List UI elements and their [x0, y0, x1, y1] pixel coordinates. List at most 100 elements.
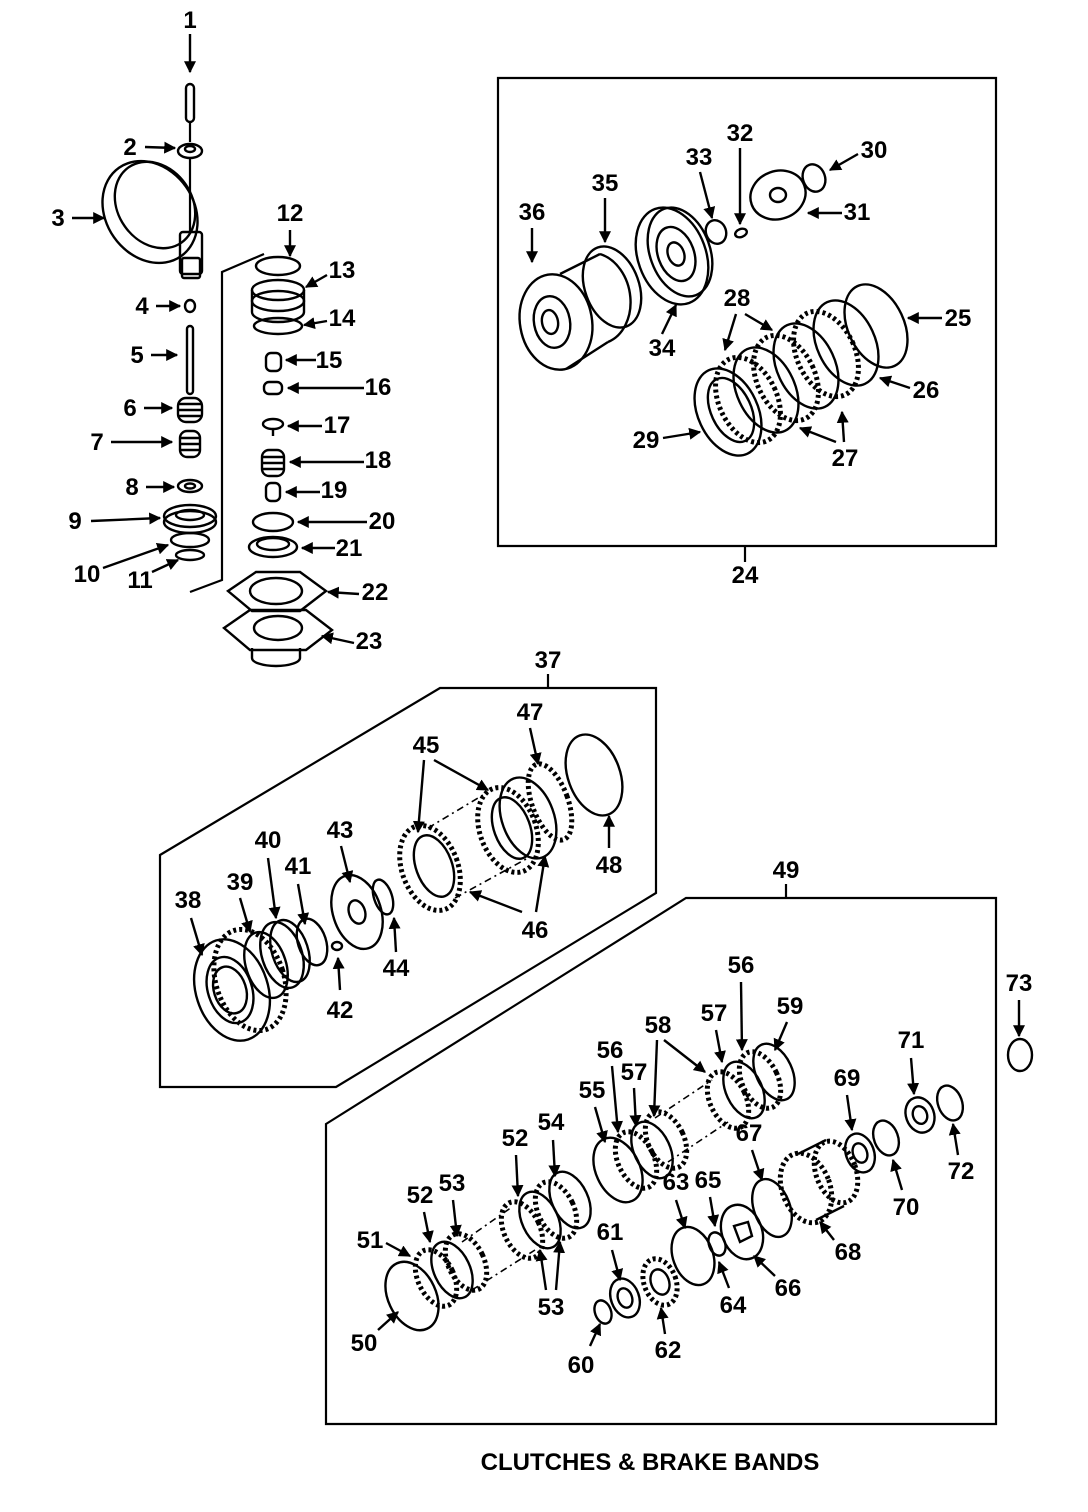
bearing-62 — [640, 1256, 680, 1308]
callout-29: 29 — [633, 427, 660, 454]
leader-arrow — [844, 1094, 857, 1132]
callout-62: 62 — [655, 1337, 682, 1364]
callout-41: 41 — [285, 853, 312, 880]
callout-59: 59 — [777, 993, 804, 1020]
callout-33: 33 — [686, 144, 713, 171]
clutch-piston-rim — [646, 206, 714, 298]
piston-seal-ring — [169, 531, 211, 549]
clutch-disc-inner — [490, 796, 534, 860]
clutch-plate-29 — [693, 367, 763, 457]
callout-39: 39 — [227, 869, 254, 896]
leader-arrow — [535, 1248, 548, 1291]
o-ring-seal — [252, 316, 304, 336]
callout-51: 51 — [357, 1227, 384, 1254]
leader-arrow — [90, 512, 162, 525]
leader-arrow — [722, 313, 738, 352]
callout-55: 55 — [579, 1077, 606, 1104]
leader-arrow — [588, 1322, 602, 1347]
clutch-disc — [704, 1069, 752, 1131]
o-ring-33 — [704, 219, 728, 245]
leader-arrow — [189, 917, 205, 957]
callout-8: 8 — [125, 474, 138, 501]
clutch-disc — [791, 308, 861, 400]
callout-19: 19 — [321, 477, 348, 504]
group-frame-37 — [158, 686, 658, 1089]
callout-68: 68 — [835, 1239, 862, 1266]
leader-arrow — [302, 317, 328, 330]
leader-arrow — [629, 1087, 642, 1128]
leader-arrow — [878, 375, 911, 390]
direct-drum-hub — [211, 965, 249, 1015]
leader-arrow — [304, 273, 328, 289]
check-ball — [183, 298, 197, 314]
leader-arrow — [717, 1260, 731, 1289]
callout-22: 22 — [362, 579, 389, 606]
callout-72: 72 — [948, 1158, 975, 1185]
leader-arrow — [662, 427, 702, 440]
leader-arrow — [593, 1106, 608, 1144]
seal-39 — [243, 930, 289, 1000]
alignment-guide — [654, 1079, 713, 1119]
bearing-71 — [904, 1096, 936, 1134]
ring-21 — [247, 535, 299, 559]
leader-arrow — [890, 1158, 904, 1191]
leader-arrow — [707, 1196, 720, 1228]
servo-piston-rim — [162, 509, 218, 535]
leader-arrow — [266, 857, 281, 920]
o-ring-60 — [593, 1299, 613, 1325]
callout-43: 43 — [327, 817, 354, 844]
gear-shaft-teeth — [777, 1150, 835, 1226]
assembly-bracket-line — [189, 252, 265, 594]
leader-arrow — [798, 426, 837, 444]
clutch-plate — [732, 346, 800, 434]
clutch-disc — [532, 1179, 580, 1241]
cover-boss — [250, 648, 302, 668]
callout-27: 27 — [832, 445, 859, 472]
leader-arrow — [326, 586, 360, 599]
leader-arrow — [238, 897, 253, 934]
spring-coils — [263, 455, 283, 471]
callout-66: 66 — [775, 1275, 802, 1302]
callout-46: 46 — [522, 917, 549, 944]
callout-2: 2 — [123, 134, 136, 161]
servo-spring-outer — [176, 396, 204, 424]
clutch-plate — [430, 1240, 474, 1300]
accumulator-piston-groove — [250, 289, 306, 313]
callout-44: 44 — [383, 955, 410, 982]
leader-arrow — [102, 542, 170, 570]
callout-53: 53 — [538, 1294, 565, 1321]
leader-arrow — [660, 303, 678, 335]
callout-28: 28 — [724, 285, 751, 312]
callout-57: 57 — [701, 1000, 728, 1027]
leader-arrow — [433, 758, 490, 792]
callout-16: 16 — [365, 374, 392, 401]
callout-37: 37 — [535, 647, 562, 674]
servo-piston — [162, 503, 218, 529]
servo-rod — [185, 324, 195, 396]
leader-arrow — [320, 632, 355, 645]
callout-15: 15 — [316, 347, 343, 374]
callout-36: 36 — [519, 199, 546, 226]
clutch-disc — [475, 785, 541, 875]
callout-31: 31 — [844, 199, 871, 226]
callout-1: 1 — [183, 7, 196, 34]
accumulator-piston-body — [250, 290, 306, 324]
servo-cover — [222, 608, 334, 652]
group-frame-49 — [324, 896, 998, 1426]
callout-11: 11 — [127, 567, 152, 594]
callout-18: 18 — [365, 447, 392, 474]
piston-40 — [259, 920, 305, 990]
diagram-caption: CLUTCHES & BRAKE BANDS — [481, 1449, 820, 1476]
callout-45: 45 — [413, 732, 440, 759]
servo-spring-inner — [178, 429, 202, 459]
leader-arrow — [553, 1240, 566, 1291]
servo-piston-bore — [174, 508, 206, 522]
clutch-piston-inner — [655, 225, 697, 283]
cover-bore — [252, 614, 304, 642]
leader-arrow — [663, 1039, 706, 1073]
clutch-disc — [442, 1231, 490, 1293]
callout-25: 25 — [945, 305, 972, 332]
callout-57: 57 — [621, 1059, 648, 1086]
band-bracket — [178, 230, 204, 276]
clutch-disc — [736, 1049, 784, 1111]
